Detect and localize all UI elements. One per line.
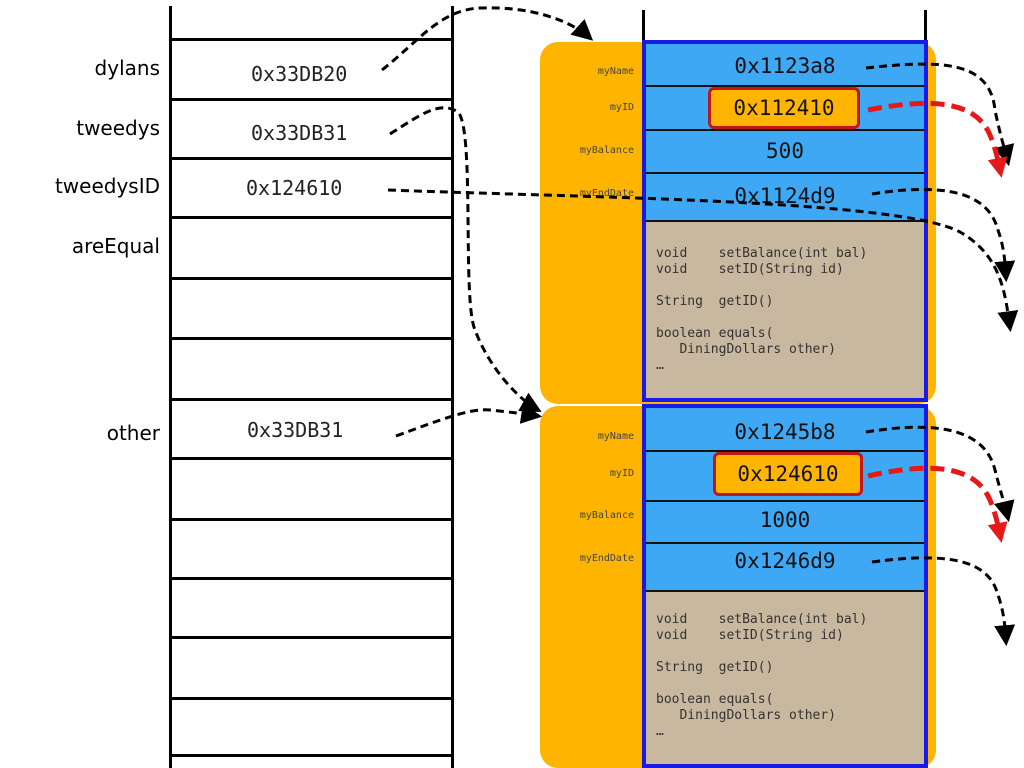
stack-left-edge bbox=[169, 6, 172, 768]
arrow-myName-1 bbox=[865, 62, 1015, 167]
arrow-myEndDate-1 bbox=[871, 187, 1016, 283]
field-row: 0x1123a8 bbox=[646, 44, 924, 87]
field-name-myName: myName bbox=[597, 66, 634, 77]
stack-divider bbox=[170, 157, 454, 160]
field-row: 0x1246d9 bbox=[646, 544, 924, 592]
field-value-myBalance: 1000 bbox=[759, 508, 811, 532]
field-value-myName: 0x1123a8 bbox=[734, 54, 836, 78]
arrow-other-to-object bbox=[395, 403, 543, 438]
heap-left-edge bbox=[642, 10, 645, 44]
stack-divider bbox=[170, 38, 454, 41]
var-label-areEqual: areEqual bbox=[71, 234, 160, 258]
stack-divider bbox=[170, 216, 454, 219]
stack-divider bbox=[170, 398, 454, 401]
field-value-myBalance: 500 bbox=[766, 139, 804, 163]
arrow-tweedys-to-object bbox=[389, 106, 542, 413]
methods-tweedys: void setBalance(int bal) void setID(Stri… bbox=[656, 612, 868, 739]
methods-dylans: void setBalance(int bal) void setID(Stri… bbox=[656, 246, 868, 373]
stack-value-dylans: 0x33DB20 bbox=[251, 62, 348, 86]
stack-divider bbox=[170, 697, 454, 700]
var-label-dylans: dylans bbox=[94, 56, 160, 80]
field-name-myID: myID bbox=[609, 102, 634, 113]
stack-right-edge bbox=[451, 6, 454, 768]
arrow-tweedysID-to-string bbox=[387, 188, 1019, 333]
var-label-tweedys: tweedys bbox=[76, 116, 160, 140]
id-box-tweedys: 0x124610 bbox=[713, 452, 863, 496]
stack-divider bbox=[170, 337, 454, 340]
var-label-other: other bbox=[106, 421, 160, 445]
stack-divider bbox=[170, 577, 454, 580]
field-name-myName: myName bbox=[597, 431, 634, 442]
stack-divider bbox=[170, 518, 454, 521]
arrow-dylans-to-object bbox=[381, 6, 594, 72]
field-name-myID: myID bbox=[609, 468, 634, 479]
arrow-myID-1 bbox=[867, 100, 1008, 178]
field-value-myName: 0x1245b8 bbox=[734, 420, 836, 444]
var-label-tweedysID: tweedysID bbox=[54, 174, 160, 198]
stack-divider bbox=[170, 754, 454, 757]
arrow-myName-2 bbox=[865, 425, 1015, 523]
object-dylans-frame: 0x1123a8 500 0x1124d9 bbox=[642, 40, 928, 402]
field-value-myEndDate: 0x1246d9 bbox=[734, 549, 836, 573]
id-box-dylans: 0x112410 bbox=[708, 87, 860, 129]
stack-divider bbox=[170, 98, 454, 101]
field-name-myBalance: myBalance bbox=[579, 145, 634, 156]
field-name-myEndDate: myEndDate bbox=[579, 553, 634, 564]
stack-divider bbox=[170, 457, 454, 460]
stack-value-other: 0x33DB31 bbox=[247, 418, 344, 442]
field-row: 1000 bbox=[646, 502, 924, 544]
stack-divider bbox=[170, 277, 454, 280]
arrow-myEndDate-2 bbox=[871, 556, 1016, 647]
arrow-myID-2 bbox=[867, 465, 1008, 543]
field-row: 0x1245b8 bbox=[646, 408, 924, 452]
field-name-myEndDate: myEndDate bbox=[579, 188, 634, 199]
stack-value-tweedys: 0x33DB31 bbox=[251, 121, 348, 145]
field-row: 500 bbox=[646, 131, 924, 174]
stack-divider bbox=[170, 636, 454, 639]
field-name-myBalance: myBalance bbox=[579, 510, 634, 521]
stack-value-tweedysID: 0x124610 bbox=[246, 176, 343, 200]
heap-right-edge bbox=[924, 10, 927, 44]
